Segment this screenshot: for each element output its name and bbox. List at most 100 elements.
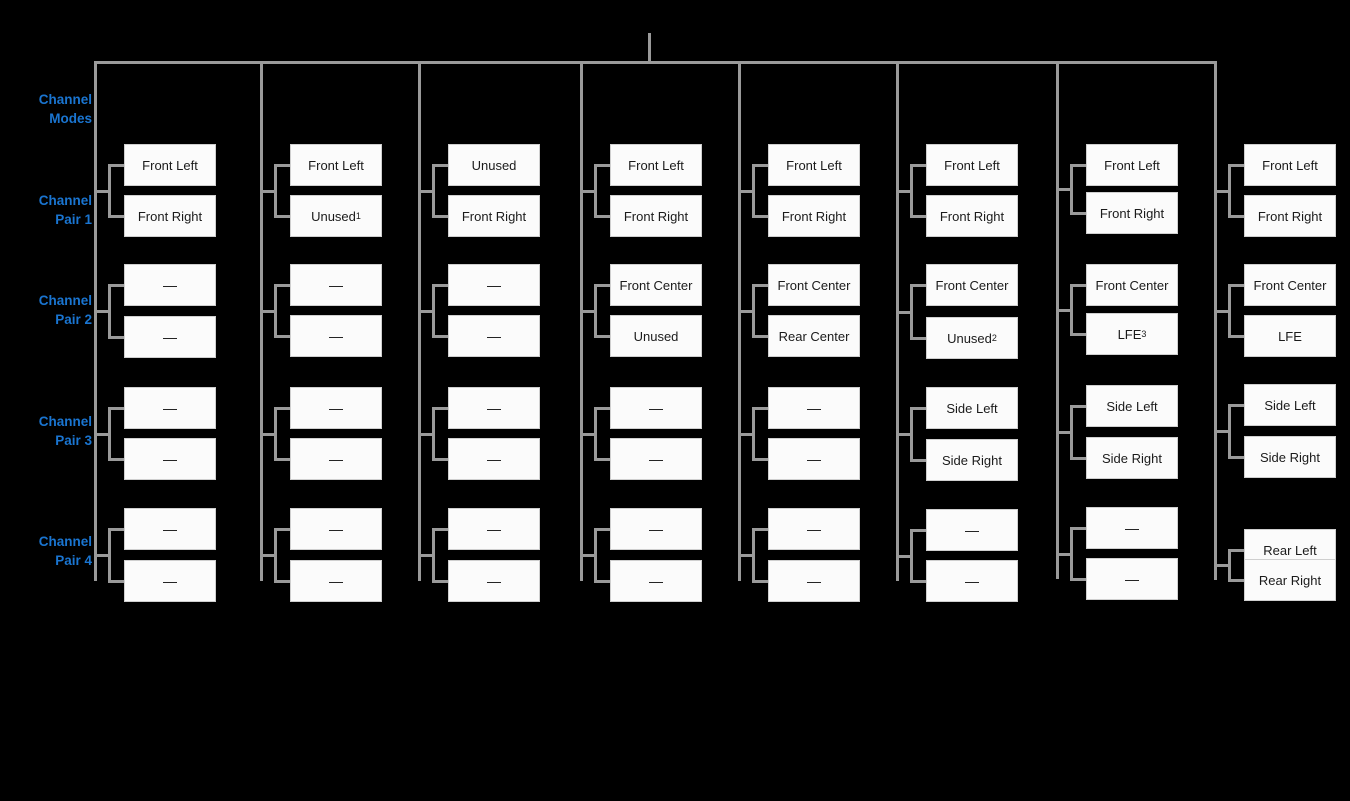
channel-box-4-pair3-top[interactable]: — — [610, 387, 702, 429]
channel-box-5-pair1-bottom[interactable]: Front Right — [768, 195, 860, 237]
channel-box-1-pair1-top[interactable]: Front Left — [124, 144, 216, 186]
pair-stem-6-1 — [896, 189, 913, 193]
pair-stem-5-1 — [738, 189, 755, 193]
pair-branch-bottom-4-2 — [594, 335, 610, 338]
pair-bracket-7-3 — [1070, 405, 1073, 460]
channel-box-5-pair3-bottom[interactable]: — — [768, 438, 860, 480]
row-label-line-1: Channel — [38, 534, 92, 549]
channel-box-5-pair4-bottom[interactable]: — — [768, 560, 860, 602]
channel-box-4-pair4-bottom[interactable]: — — [610, 560, 702, 602]
pair-stem-7-4 — [1056, 552, 1073, 556]
channel-box-1-pair2-bottom[interactable]: — — [124, 316, 216, 358]
pair-branch-top-4-3 — [594, 407, 610, 410]
channel-box-2-pair4-top[interactable]: — — [290, 508, 382, 550]
channel-box-6-pair1-bottom[interactable]: Front Right — [926, 195, 1018, 237]
pair-bracket-2-3 — [274, 407, 277, 461]
root-stem-line — [648, 33, 651, 63]
channel-box-2-pair3-top[interactable]: — — [290, 387, 382, 429]
channel-box-5-pair1-top[interactable]: Front Left — [768, 144, 860, 186]
channel-box-label: Front Right — [1099, 205, 1165, 221]
channel-box-5-pair2-top[interactable]: Front Center — [768, 264, 860, 306]
pair-branch-bottom-1-3 — [108, 458, 124, 461]
channel-box-8-pair1-bottom[interactable]: Front Right — [1244, 195, 1336, 237]
channel-box-3-pair3-top[interactable]: — — [448, 387, 540, 429]
channel-box-8-pair4-bottom[interactable]: Rear Right — [1244, 559, 1336, 601]
channel-box-1-pair4-bottom[interactable]: — — [124, 560, 216, 602]
channel-box-7-pair3-top[interactable]: Side Left — [1086, 385, 1178, 427]
channel-box-label: — — [807, 521, 821, 537]
row-label-line-1: Channel — [38, 92, 92, 107]
channel-box-6-pair4-top[interactable]: — — [926, 509, 1018, 551]
channel-box-2-pair4-bottom[interactable]: — — [290, 560, 382, 602]
channel-box-1-pair4-top[interactable]: — — [124, 508, 216, 550]
pair-branch-bottom-7-1 — [1070, 212, 1086, 215]
channel-box-1-pair1-bottom[interactable]: Front Right — [124, 195, 216, 237]
channel-box-8-pair3-bottom[interactable]: Side Right — [1244, 436, 1336, 478]
channel-box-7-pair3-bottom[interactable]: Side Right — [1086, 437, 1178, 479]
channel-box-5-pair3-top[interactable]: — — [768, 387, 860, 429]
channel-box-7-pair2-top[interactable]: Front Center — [1086, 264, 1178, 306]
pair-stem-1-4 — [94, 554, 111, 557]
channel-box-6-pair3-top[interactable]: Side Left — [926, 387, 1018, 429]
channel-box-8-pair2-top[interactable]: Front Center — [1244, 264, 1336, 306]
channel-box-label: — — [965, 573, 979, 589]
pair-bracket-8-3 — [1228, 404, 1231, 459]
channel-box-3-pair4-top[interactable]: — — [448, 508, 540, 550]
pair-bracket-8-1 — [1228, 164, 1231, 218]
pair-branch-bottom-1-4 — [108, 580, 124, 583]
pair-branch-bottom-2-3 — [274, 458, 290, 461]
channel-box-2-pair3-bottom[interactable]: — — [290, 438, 382, 480]
pair-branch-top-3-3 — [432, 407, 448, 410]
channel-box-3-pair4-bottom[interactable]: — — [448, 560, 540, 602]
channel-box-8-pair2-bottom[interactable]: LFE — [1244, 315, 1336, 357]
channel-box-8-pair1-top[interactable]: Front Left — [1244, 144, 1336, 186]
channel-box-label: Front Right — [137, 208, 203, 224]
channel-box-3-pair1-bottom[interactable]: Front Right — [448, 195, 540, 237]
channel-box-label: — — [329, 573, 343, 589]
pair-bracket-3-1 — [432, 164, 435, 218]
channel-box-5-pair4-top[interactable]: — — [768, 508, 860, 550]
channel-box-5-pair2-bottom[interactable]: Rear Center — [768, 315, 860, 357]
channel-box-6-pair1-top[interactable]: Front Left — [926, 144, 1018, 186]
pair-branch-top-5-2 — [752, 284, 768, 287]
channel-box-4-pair1-top[interactable]: Front Left — [610, 144, 702, 186]
channel-box-6-pair3-bottom[interactable]: Side Right — [926, 439, 1018, 481]
channel-box-3-pair2-top[interactable]: — — [448, 264, 540, 306]
channel-box-8-pair3-top[interactable]: Side Left — [1244, 384, 1336, 426]
channel-box-7-pair1-bottom[interactable]: Front Right — [1086, 192, 1178, 234]
channel-box-3-pair2-bottom[interactable]: — — [448, 315, 540, 357]
pair-branch-top-2-4 — [274, 528, 290, 531]
channel-box-7-pair4-top[interactable]: — — [1086, 507, 1178, 549]
channel-box-2-pair2-top[interactable]: — — [290, 264, 382, 306]
row-label-line-1: Channel — [38, 193, 92, 208]
channel-box-6-pair4-bottom[interactable]: — — [926, 560, 1018, 602]
channel-box-7-pair4-bottom[interactable]: — — [1086, 558, 1178, 600]
channel-box-3-pair1-top[interactable]: Unused — [448, 144, 540, 186]
pair-stem-2-1 — [260, 189, 277, 193]
pair-branch-top-1-2 — [108, 284, 124, 287]
channel-box-4-pair4-top[interactable]: — — [610, 508, 702, 550]
pair-branch-bottom-5-3 — [752, 458, 768, 461]
channel-box-4-pair2-bottom[interactable]: Unused — [610, 315, 702, 357]
pair-stem-4-1 — [580, 189, 597, 193]
channel-box-2-pair1-top[interactable]: Front Left — [290, 144, 382, 186]
channel-box-1-pair2-top[interactable]: — — [124, 264, 216, 306]
channel-box-1-pair3-top[interactable]: — — [124, 387, 216, 429]
channel-box-4-pair3-bottom[interactable]: — — [610, 438, 702, 480]
pair-bracket-7-2 — [1070, 284, 1073, 336]
channel-box-7-pair1-top[interactable]: Front Left — [1086, 144, 1178, 186]
channel-box-4-pair1-bottom[interactable]: Front Right — [610, 195, 702, 237]
channel-box-6-pair2-top[interactable]: Front Center — [926, 264, 1018, 306]
pair-branch-bottom-3-3 — [432, 458, 448, 461]
channel-box-label: — — [163, 400, 177, 416]
channel-box-1-pair3-bottom[interactable]: — — [124, 438, 216, 480]
channel-box-2-pair2-bottom[interactable]: — — [290, 315, 382, 357]
column-spine-3 — [418, 63, 421, 581]
channel-box-3-pair3-bottom[interactable]: — — [448, 438, 540, 480]
channel-box-4-pair2-top[interactable]: Front Center — [610, 264, 702, 306]
